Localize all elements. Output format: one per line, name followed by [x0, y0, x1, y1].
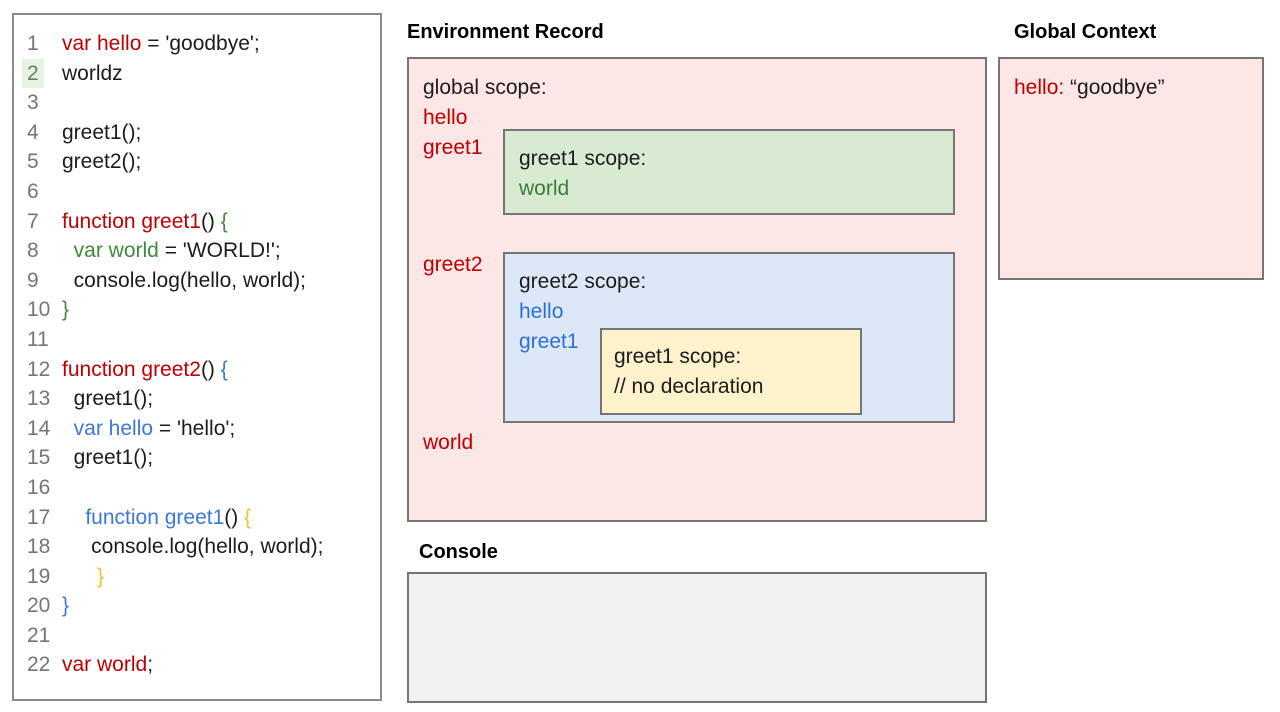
code-lines: 1 var hello = 'goodbye'; 2 worldz 3 4 greet1()… [14, 29, 380, 680]
line-number: 19 [27, 564, 51, 588]
line-number: 1 [27, 32, 39, 55]
line-number: 3 [27, 91, 39, 115]
line-number: 21 [27, 623, 51, 647]
code-text: console.log(hello, world); [62, 268, 306, 292]
line-number: 22 [27, 653, 51, 677]
code-editor-panel: 1 var hello = 'goodbye'; 2 worldz 3 4 greet1()… [12, 13, 382, 701]
line-number: 17 [27, 505, 51, 529]
code-line: 9 console.log(hello, world); [14, 266, 380, 296]
code-line: 16 [14, 473, 380, 503]
code-line: 6 [14, 177, 380, 207]
global-scope-label: global scope: [423, 76, 547, 99]
line-number: 18 [27, 535, 51, 559]
code-text [62, 88, 380, 118]
code-line: 19 } [14, 562, 380, 592]
global-var-greet1: greet1 [423, 136, 483, 159]
global-var-world: world [423, 431, 474, 454]
inner-greet1-scope-label: greet1 scope: [614, 345, 742, 368]
code-line: 18 console.log(hello, world); [14, 532, 380, 562]
code-line: 12 function greet2() { [14, 355, 380, 385]
environment-record-box: global scope: hello greet1 greet1 scope:… [407, 57, 987, 522]
code-text [62, 177, 380, 207]
code-text [62, 473, 380, 503]
code-text: greet1(); [62, 120, 142, 144]
greet2-scope-box: greet2 scope: hello greet1 greet1 scope:… [503, 252, 955, 423]
line-number: 13 [27, 387, 51, 411]
global-var-hello: hello [423, 106, 468, 129]
console-title: Console [419, 541, 498, 563]
environment-record-title: Environment Record [407, 21, 604, 43]
global-context-title: Global Context [1014, 21, 1157, 43]
code-text: greet1(); [62, 387, 154, 411]
code-line: 15 greet1(); [14, 443, 380, 473]
line-number: 5 [27, 150, 39, 174]
code-line: 3 [14, 88, 380, 118]
code-line: 2 worldz [14, 58, 380, 89]
code-text: var hello = 'goodbye'; [62, 32, 260, 55]
greet2-scope-var-greet1: greet1 [519, 330, 579, 353]
code-text: worldz [62, 61, 123, 85]
code-line: 5 greet2(); [14, 147, 380, 177]
code-text: var world = 'WORLD!'; [73, 239, 281, 263]
code-line: 14 var hello = 'hello'; [14, 414, 380, 444]
line-number: 6 [27, 179, 39, 203]
code-line: 11 [14, 325, 380, 355]
code-text [62, 325, 380, 355]
global-context-entry-key: hello: [1014, 76, 1065, 99]
line-number: 7 [27, 209, 39, 233]
code-text: function greet1() { [62, 209, 228, 233]
global-context-entry: hello: “goodbye” [1014, 76, 1165, 100]
greet1-scope-label: greet1 scope: [519, 147, 647, 170]
code-line: 8 var world = 'WORLD!'; [14, 236, 380, 266]
line-number: 10 [27, 298, 51, 322]
code-line: 13 greet1(); [14, 384, 380, 414]
code-line: 1 var hello = 'goodbye'; [14, 29, 380, 59]
inner-greet1-scope-comment: // no declaration [614, 375, 764, 398]
code-text: greet1(); [62, 446, 154, 470]
code-text: greet2(); [62, 150, 142, 174]
code-line: 10} [14, 295, 380, 325]
greet2-scope-label: greet2 scope: [519, 270, 647, 293]
code-text: } [62, 594, 70, 618]
code-text: } [97, 564, 105, 588]
greet1-scope-var-world: world [519, 177, 570, 200]
code-line: 7 function greet1() { [14, 207, 380, 237]
code-line: 21 [14, 621, 380, 651]
highlighted-line-number: 2 [22, 58, 44, 89]
code-line: 4 greet1(); [14, 118, 380, 148]
console-output-box [407, 572, 987, 703]
code-text [62, 621, 380, 651]
global-context-entry-value: “goodbye” [1064, 76, 1165, 99]
line-number: 8 [27, 239, 39, 263]
code-text: } [62, 298, 70, 322]
line-number: 2 [14, 58, 62, 89]
code-text: var world; [62, 653, 154, 677]
line-number: 4 [27, 120, 39, 144]
line-number: 16 [27, 475, 51, 499]
line-number: 12 [27, 357, 51, 381]
code-line: 22 var world; [14, 650, 380, 680]
line-number: 11 [27, 327, 49, 351]
code-text: function greet2() { [62, 357, 228, 381]
code-line: 20} [14, 591, 380, 621]
global-context-box: hello: “goodbye” [998, 57, 1264, 280]
inner-greet1-scope-box: greet1 scope: // no declaration [600, 328, 862, 415]
greet2-scope-var-hello: hello [519, 300, 564, 323]
global-var-greet2: greet2 [423, 253, 483, 276]
line-number: 15 [27, 446, 51, 470]
line-number: 9 [27, 268, 39, 292]
code-text: function greet1() { [85, 505, 252, 529]
line-number: 14 [27, 416, 51, 440]
code-line: 17 function greet1() { [14, 503, 380, 533]
code-text: console.log(hello, world); [62, 535, 324, 559]
greet1-scope-box: greet1 scope: world [503, 129, 955, 215]
code-text: var hello = 'hello'; [73, 416, 236, 440]
line-number: 20 [27, 594, 51, 618]
